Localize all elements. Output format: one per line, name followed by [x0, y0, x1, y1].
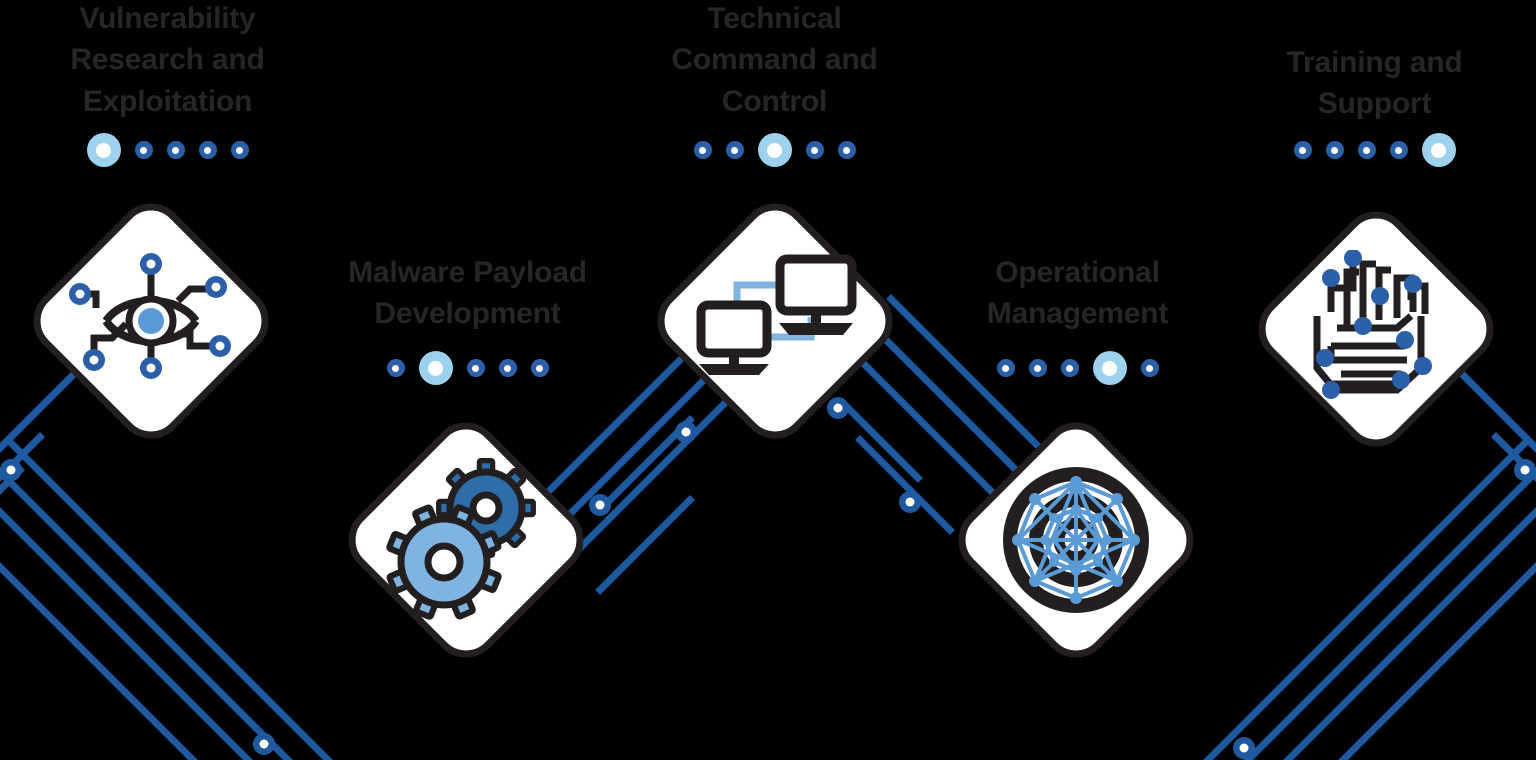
step-4-dot-4[interactable] — [1092, 351, 1127, 385]
step-4-diamond-card[interactable] — [944, 408, 1208, 672]
step-3-progress-dots[interactable] — [632, 132, 917, 168]
step-2-progress-dots[interactable] — [325, 350, 610, 386]
step-3-dot-5[interactable] — [837, 141, 856, 159]
step-5-dot-4[interactable] — [1389, 141, 1408, 159]
networked-computers-icon — [682, 228, 868, 414]
step-3-dot-2[interactable] — [725, 141, 744, 159]
step-5-diamond-card[interactable] — [1244, 197, 1508, 461]
step-4-dot-2[interactable] — [1028, 359, 1047, 377]
circuit-hand-icon — [1283, 236, 1469, 422]
trace-node-group — [0, 397, 1536, 759]
eye-circuit-icon — [58, 228, 244, 414]
step-2-dot-2[interactable] — [418, 351, 453, 385]
step-1-dot-3[interactable] — [166, 141, 185, 159]
monitor-primary — [775, 254, 857, 335]
monitor-secondary — [696, 300, 772, 375]
step-2-dot-1[interactable] — [386, 359, 405, 377]
step-5-dot-5[interactable] — [1421, 133, 1456, 167]
step-1-dot-4[interactable] — [198, 141, 217, 159]
step-2-dot-5[interactable] — [530, 359, 549, 377]
step-5-progress-dots[interactable] — [1232, 132, 1517, 168]
step-2-dot-3[interactable] — [466, 359, 485, 377]
mesh-network-icon — [983, 447, 1169, 633]
step-3-label: Technical Command and Control — [671, 2, 878, 118]
step-5-label: Training and Support — [1286, 46, 1463, 121]
step-3-dot-1[interactable] — [693, 141, 712, 159]
step-4-dot-3[interactable] — [1060, 359, 1079, 377]
step-4-progress-dots[interactable] — [935, 350, 1220, 386]
gears-icon — [373, 447, 559, 633]
step-2-label: Malware Payload Development — [348, 256, 587, 331]
step-2-dot-4[interactable] — [498, 359, 517, 377]
step-4-label: Operational Management — [986, 256, 1169, 331]
step-3-diamond-card[interactable] — [643, 189, 907, 453]
step-1-label: Vulnerability Research and Exploitation — [70, 2, 265, 118]
gear-lower — [389, 507, 499, 617]
step-3-dot-4[interactable] — [805, 141, 824, 159]
step-3-dot-3[interactable] — [757, 133, 792, 167]
step-1-dot-5[interactable] — [230, 141, 249, 159]
step-5-dot-3[interactable] — [1357, 141, 1376, 159]
step-4-dot-5[interactable] — [1140, 359, 1159, 377]
step-1-progress-dots[interactable] — [25, 132, 310, 168]
step-2-diamond-card[interactable] — [334, 408, 598, 672]
step-5-dot-2[interactable] — [1325, 141, 1344, 159]
step-5-dot-1[interactable] — [1293, 141, 1312, 159]
step-1-dot-2[interactable] — [134, 141, 153, 159]
step-4-dot-1[interactable] — [996, 359, 1015, 377]
step-1-diamond-card[interactable] — [19, 189, 283, 453]
step-1-dot-1[interactable] — [86, 133, 121, 167]
